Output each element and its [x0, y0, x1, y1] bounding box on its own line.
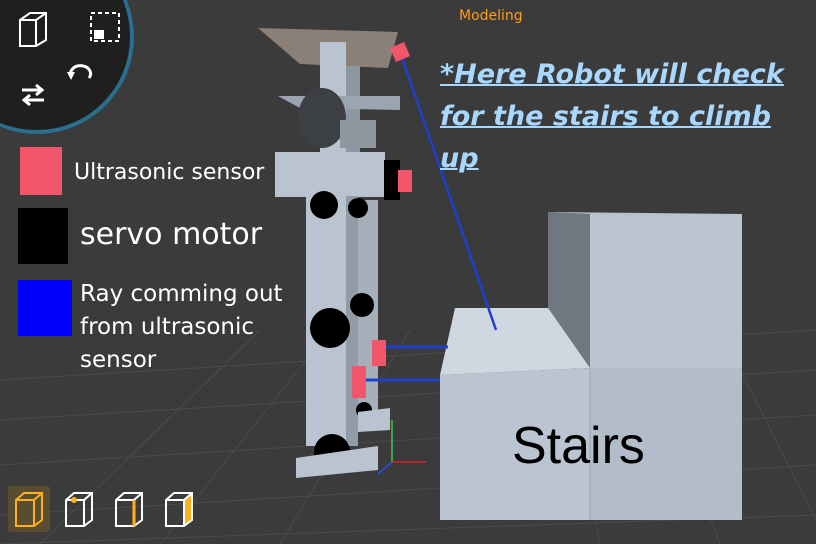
- stairs-label: Stairs: [512, 417, 645, 475]
- box-select-icon[interactable]: [86, 8, 124, 46]
- vertex-mode-icon[interactable]: [58, 486, 100, 532]
- view-cube-icon[interactable]: [14, 8, 52, 50]
- legend-label-ultrasonic: Ultrasonic sensor: [74, 160, 265, 185]
- mode-label: Modeling: [459, 8, 523, 24]
- robot-model[interactable]: [258, 28, 400, 478]
- servo-motor-swatch: [18, 208, 68, 264]
- stairs-model[interactable]: [440, 212, 742, 520]
- edge-mode-icon[interactable]: [108, 486, 150, 532]
- ultrasonic-sensor-swatch: [20, 147, 62, 195]
- axis-gizmo: [377, 420, 426, 475]
- grid-floor: [0, 329, 816, 544]
- annotation-note: *Here Robot will check for the stairs to…: [440, 59, 784, 174]
- legend-label-ray: Ray comming out from ultrasonic sensor: [80, 281, 283, 373]
- ray-swatch: [18, 280, 72, 336]
- ultrasonic-sensors[interactable]: [352, 42, 412, 398]
- rotate-icon[interactable]: [62, 60, 96, 90]
- legend-label-servo: servo motor: [80, 217, 263, 252]
- swap-arrows-icon[interactable]: [16, 80, 50, 110]
- sensor-rays: [364, 51, 498, 382]
- object-mode-icon[interactable]: [8, 486, 50, 532]
- face-mode-icon[interactable]: [158, 486, 200, 532]
- selection-mode-bar: [8, 486, 200, 536]
